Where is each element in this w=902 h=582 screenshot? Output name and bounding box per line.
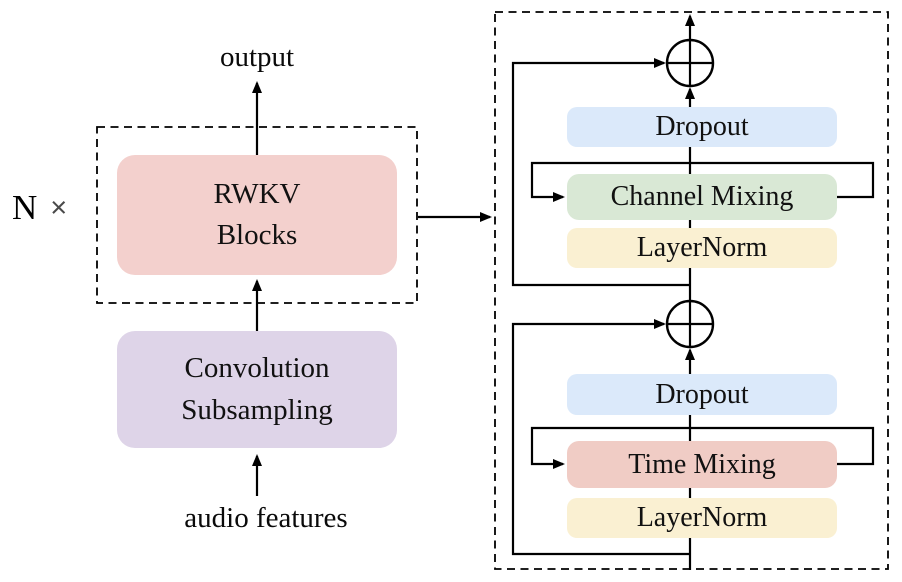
output-label: output (219, 41, 295, 73)
rwkv-blocks-label-line1: RWKV (213, 177, 301, 210)
conv-label-line2: Subsampling (181, 393, 333, 426)
residual-skip-time (511, 319, 690, 556)
repeat-multiplier: N × (12, 188, 67, 228)
conv-label-line1: Convolution (184, 352, 330, 385)
audio-features-label: audio features (184, 502, 348, 534)
rwkv-blocks-label-line2: Blocks (216, 219, 298, 251)
loop-time-mixing (530, 426, 875, 469)
channel-layernorm-label: LayerNorm (636, 232, 768, 263)
times-symbol: × (50, 191, 68, 224)
channel-mixing-label: Channel Mixing (610, 181, 794, 212)
channel-dropout-node: Dropout (567, 107, 837, 147)
channel-layernorm-node: LayerNorm (567, 228, 837, 268)
time-layernorm-node: LayerNorm (567, 498, 837, 538)
loop-channel-mixing (530, 161, 875, 202)
conv-subsampling-node: Convolution Subsampling (117, 331, 397, 448)
add-operator-bottom (665, 299, 715, 349)
residual-skip-channel (511, 58, 690, 287)
channel-dropout-label: Dropout (655, 111, 749, 142)
add-operator-top (665, 38, 715, 88)
time-layernorm-label: LayerNorm (636, 502, 768, 533)
right-dashed-box (494, 11, 889, 570)
time-dropout-node: Dropout (567, 374, 837, 415)
time-mixing-node: Time Mixing (567, 441, 837, 488)
repeat-n-label: N (12, 188, 38, 227)
time-dropout-label: Dropout (655, 378, 749, 410)
time-mixing-label: Time Mixing (628, 448, 776, 480)
channel-mixing-node: Channel Mixing (567, 174, 837, 220)
rwkv-blocks-node: RWKV Blocks (117, 155, 397, 275)
